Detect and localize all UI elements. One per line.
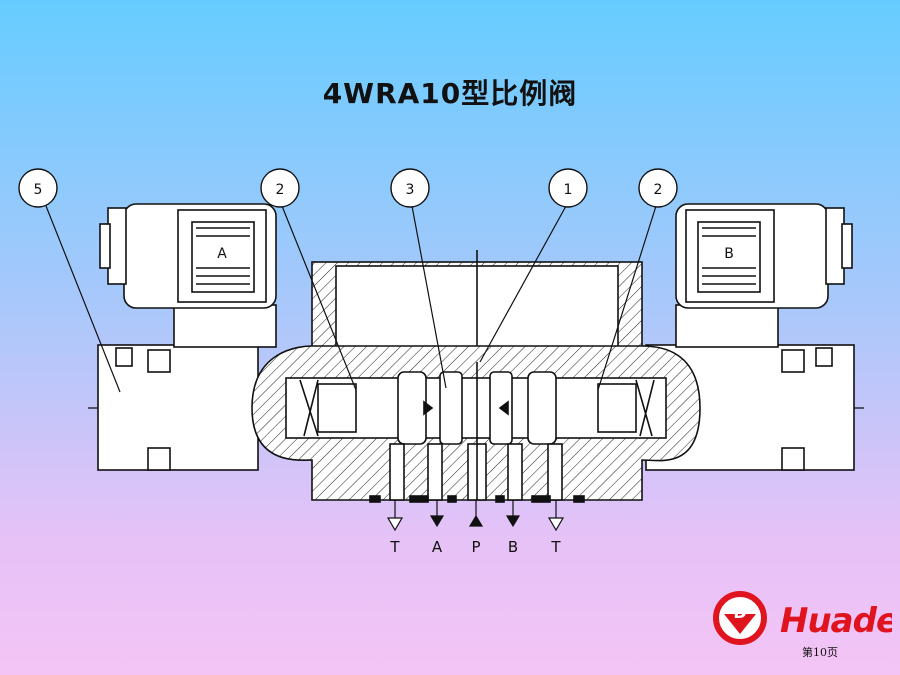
callout-2-right: 2 [638, 168, 678, 208]
callout-1: 1 [548, 168, 588, 208]
port-symbols [386, 514, 565, 532]
huade-wordmark: Huade [780, 601, 892, 641]
valve-body [251, 345, 701, 503]
svg-text:D: D [733, 603, 746, 622]
huade-logo: D Huade [713, 591, 892, 645]
callout-2-left: 2 [260, 168, 300, 208]
leader-lines [45, 205, 657, 393]
page-number: 第10页 [802, 646, 838, 659]
port-lines [394, 500, 557, 520]
port-label-a: A [432, 538, 443, 556]
port-label-b: B [508, 538, 518, 556]
svg-text:2: 2 [654, 182, 663, 198]
svg-text:5: 5 [34, 182, 43, 198]
svg-text:2: 2 [276, 182, 285, 198]
port-label-p: P [471, 538, 480, 556]
port-label-t-right: T [550, 538, 561, 556]
port-label-t-left: T [389, 538, 400, 556]
callout-3: 3 [390, 168, 430, 208]
solenoid-a [97, 203, 320, 471]
slide-title: 4WRA10型比例阀 [322, 77, 578, 110]
svg-text:1: 1 [564, 182, 573, 198]
callout-5: 5 [18, 168, 58, 208]
solenoid-b-label: B [724, 246, 734, 262]
svg-text:3: 3 [406, 182, 415, 198]
solenoid-a-label: A [217, 246, 227, 262]
